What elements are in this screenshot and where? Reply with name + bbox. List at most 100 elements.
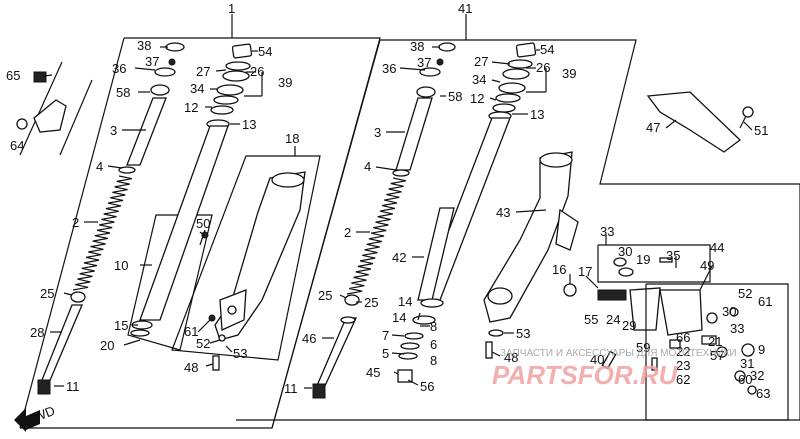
callout-52-right: 52 [738, 286, 752, 301]
callout-2: 2 [72, 215, 79, 230]
spring-seat-left [118, 166, 136, 174]
fork-bracket-65 [16, 71, 67, 133]
callout-36-right: 36 [382, 61, 396, 76]
watermark: ЗАПЧАСТИ И АКСЕССУАРЫ ДЛЯ МОТОТЕХНИКИ PA… [492, 348, 737, 390]
callout-30-right: 30 [722, 304, 736, 319]
top-bolt-stack-left [206, 43, 253, 129]
fork-slider-right [483, 151, 579, 359]
fork-spring-left [72, 175, 133, 291]
callout-30: 30 [618, 244, 632, 259]
callout-34-right: 34 [472, 72, 486, 87]
callout-25-right-b: 25 [364, 295, 378, 310]
callout-47: 47 [646, 120, 660, 135]
callout-4-right: 4 [364, 159, 371, 174]
watermark-tagline: ЗАПЧАСТИ И АКСЕССУАРЫ ДЛЯ МОТОТЕХНИКИ [500, 348, 737, 359]
callout-52: 52 [196, 336, 210, 351]
callout-55: 55 [584, 312, 598, 327]
fork-tube-right [395, 97, 433, 171]
fork-cover-47 [646, 91, 754, 153]
callout-63: 63 [756, 386, 770, 401]
callout-40: 40 [590, 352, 604, 367]
spring-seat-right [392, 169, 410, 177]
fork-slider-left [214, 171, 306, 341]
callout-61-right: 61 [758, 294, 772, 309]
callout-37: 37 [145, 54, 159, 69]
callout-14-a: 14 [398, 294, 412, 309]
sub-frame-18 [171, 146, 321, 361]
callout-65: 65 [6, 68, 20, 83]
callout-58-right: 58 [448, 89, 462, 104]
callout-25: 25 [40, 286, 54, 301]
fork-cap-stack-left [150, 42, 185, 96]
callout-26-right: 26 [536, 60, 550, 75]
damper-rod-right [312, 294, 360, 399]
callout-57: 57 [710, 348, 724, 363]
callout-48: 48 [184, 360, 198, 375]
callout-7: 7 [382, 328, 389, 343]
callout-18: 18 [285, 131, 299, 146]
callout-39-right: 39 [562, 66, 576, 81]
callout-60: 60 [738, 372, 752, 387]
fork-tube-left [126, 97, 167, 166]
callout-9: 9 [758, 342, 765, 357]
callout-38: 38 [137, 38, 151, 53]
callout-48-right: 48 [504, 350, 518, 365]
fwd-text: FWD [24, 403, 57, 428]
callout-13-right: 13 [530, 107, 544, 122]
callout-51: 51 [754, 123, 768, 138]
anti-dive-frame [645, 283, 789, 421]
callout-34: 34 [190, 81, 204, 96]
callout-11-right: 11 [284, 381, 298, 396]
callout-labels: 1 41 38 37 36 58 3 4 2 25 28 11 54 27 26… [6, 1, 772, 401]
callout-49: 49 [700, 258, 714, 273]
callout-38-right: 38 [410, 39, 424, 54]
callout-43: 43 [496, 205, 510, 220]
callout-12: 12 [184, 100, 198, 115]
callout-1: 1 [228, 1, 235, 16]
callout-8-a: 8 [430, 319, 437, 334]
top-bolt-stack-right [488, 42, 537, 121]
callout-22: 22 [676, 344, 690, 359]
callout-66: 66 [676, 330, 690, 345]
fork-cap-stack-right [416, 42, 456, 98]
callout-27: 27 [196, 64, 210, 79]
callout-16: 16 [552, 262, 566, 277]
outer-tube-left [139, 125, 229, 321]
callout-54: 54 [258, 44, 272, 59]
callout-50: 50 [196, 216, 210, 231]
damper-rod-left [39, 291, 86, 386]
callout-62: 62 [676, 372, 690, 387]
callout-35: 35 [666, 248, 680, 263]
callout-4: 4 [96, 159, 103, 174]
callout-17: 17 [578, 264, 592, 279]
callout-2-right: 2 [344, 225, 351, 240]
callout-29: 29 [622, 318, 636, 333]
callout-14-b: 14 [392, 310, 406, 325]
callout-28: 28 [30, 325, 44, 340]
watermark-brand: PARTSFOR.RU [492, 360, 679, 390]
callout-42: 42 [392, 250, 406, 265]
callout-21: 21 [708, 334, 722, 349]
callout-20: 20 [100, 338, 114, 353]
callout-32: 32 [750, 368, 764, 383]
callout-6: 6 [430, 337, 437, 352]
callout-11: 11 [66, 379, 80, 394]
callout-13: 13 [242, 117, 256, 132]
callout-8-b: 8 [430, 353, 437, 368]
callout-33: 33 [600, 224, 614, 239]
callout-53: 53 [233, 346, 247, 361]
callout-3-right: 3 [374, 125, 381, 140]
rebound-spring-left [37, 379, 51, 395]
anti-dive-unit [563, 257, 757, 395]
callout-15: 15 [114, 318, 128, 333]
callout-56: 56 [420, 379, 434, 394]
callout-31: 31 [740, 356, 754, 371]
callout-39: 39 [278, 75, 292, 90]
sub-frame-44 [597, 244, 711, 283]
callout-53-right: 53 [516, 326, 530, 341]
callout-10: 10 [114, 258, 128, 273]
callout-19: 19 [636, 252, 650, 267]
callout-26: 26 [250, 64, 264, 79]
